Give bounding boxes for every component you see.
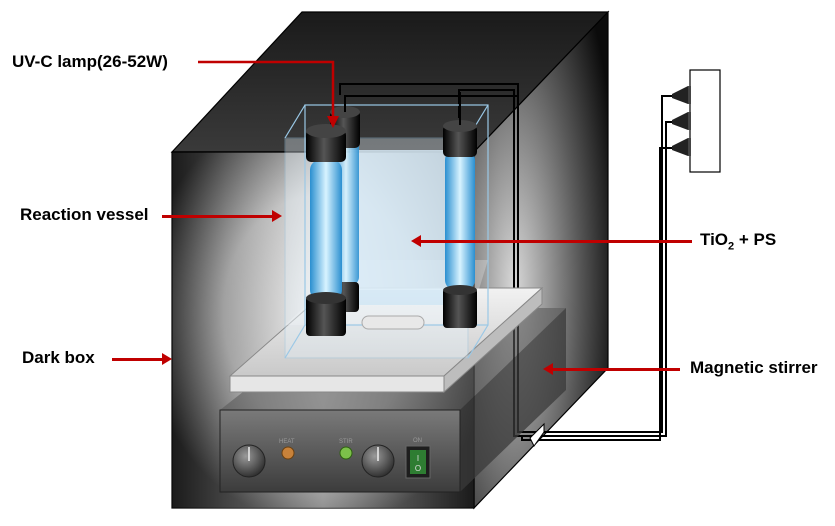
stir-label: STIR bbox=[339, 439, 353, 445]
switch-on-mark: I bbox=[417, 454, 419, 463]
power-outlet bbox=[672, 69, 721, 173]
heat-indicator bbox=[281, 446, 295, 460]
heat-label: HEAT bbox=[279, 439, 295, 445]
dark-box-arrow bbox=[112, 358, 164, 361]
uv-lamp-pointer bbox=[198, 60, 339, 128]
tio2-arrowhead bbox=[411, 235, 421, 247]
uv-lamp-right bbox=[443, 120, 477, 328]
on-label: ON bbox=[413, 438, 422, 444]
magnetic-stirrer-arrow bbox=[552, 368, 680, 371]
tio2-ps-label: TiO2 + PS bbox=[700, 230, 777, 253]
reaction-vessel-arrow bbox=[162, 215, 274, 218]
magnetic-stirrer-label: Magnetic stirrer bbox=[690, 358, 818, 377]
stir-bar bbox=[361, 315, 425, 330]
cable-grommet bbox=[529, 422, 545, 447]
uv-lamp-front bbox=[306, 124, 346, 336]
stir-indicator bbox=[339, 446, 353, 460]
magnetic-stirrer-arrowhead bbox=[543, 363, 553, 375]
tio2-arrow bbox=[420, 240, 692, 243]
reaction-vessel-arrowhead bbox=[272, 210, 282, 222]
dark-box-label: Dark box bbox=[22, 348, 95, 367]
dark-box-arrowhead bbox=[162, 353, 172, 365]
switch-off-mark: O bbox=[415, 464, 421, 473]
reaction-vessel-label: Reaction vessel bbox=[20, 205, 149, 224]
uv-lamp-label: UV-C lamp(26-52W) bbox=[12, 52, 168, 71]
